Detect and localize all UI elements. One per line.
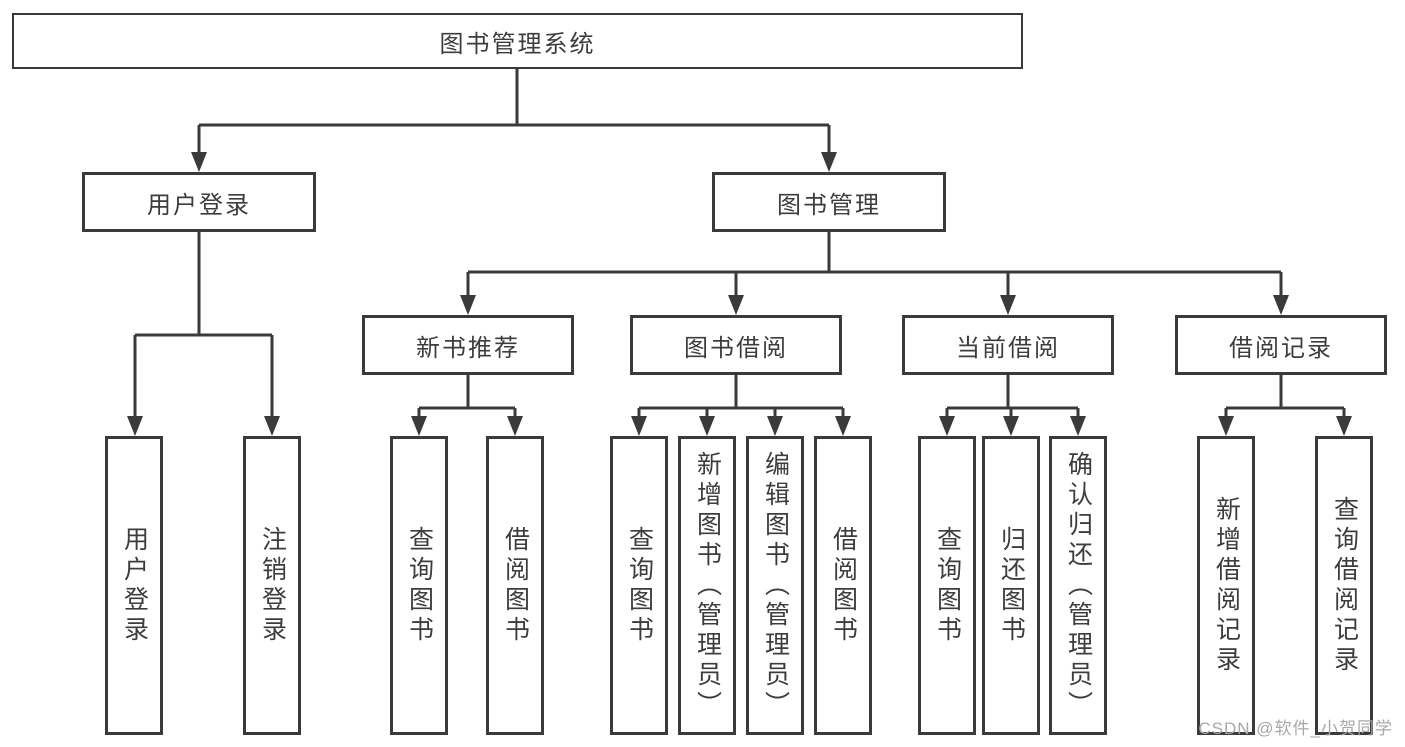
- csdn-watermark: CSDN @软件_小贺同学: [1198, 719, 1393, 738]
- leaf-query-books-borrowing: 查询图书: [610, 436, 668, 735]
- node-new-book-recommend: 新书推荐: [362, 315, 574, 375]
- leaf-label: 查询图书: [405, 525, 434, 646]
- node-book-borrowing: 图书借阅: [630, 315, 842, 375]
- leaf-logout: 注销登录: [243, 436, 301, 735]
- leaf-label: 借阅图书: [501, 525, 530, 646]
- leaf-label: 归还图书: [997, 525, 1026, 646]
- leaf-label: 用户登录: [120, 525, 149, 646]
- leaf-query-books-recommend: 查询图书: [390, 436, 448, 735]
- leaf-borrow-books-recommend: 借阅图书: [486, 436, 544, 735]
- leaf-label: 借阅图书: [829, 525, 858, 646]
- leaf-add-book-admin: 新增图书（管理员）: [678, 436, 736, 735]
- leaf-borrow-books: 借阅图书: [814, 436, 872, 735]
- leaf-label: 查询借阅记录: [1330, 495, 1359, 676]
- leaf-query-borrow-record: 查询借阅记录: [1315, 436, 1373, 735]
- leaf-edit-book-admin: 编辑图书（管理员）: [746, 436, 804, 735]
- node-borrowing-records: 借阅记录: [1175, 315, 1387, 375]
- leaf-label: 确认归还（管理员）: [1064, 450, 1093, 721]
- leaf-label: 注销登录: [258, 525, 287, 646]
- leaf-return-book: 归还图书: [982, 436, 1040, 735]
- leaf-query-books-current: 查询图书: [918, 436, 976, 735]
- leaf-add-borrow-record: 新增借阅记录: [1197, 436, 1255, 735]
- leaf-label: 编辑图书（管理员）: [761, 450, 790, 721]
- node-current-borrowing: 当前借阅: [902, 315, 1114, 375]
- node-user-login: 用户登录: [82, 172, 316, 232]
- leaf-label: 查询图书: [625, 525, 654, 646]
- leaf-label: 查询图书: [933, 525, 962, 646]
- node-system-root: 图书管理系统: [12, 13, 1023, 69]
- leaf-label: 新增图书（管理员）: [693, 450, 722, 721]
- leaf-label: 新增借阅记录: [1212, 495, 1241, 676]
- leaf-confirm-return-admin: 确认归还（管理员）: [1049, 436, 1107, 735]
- leaf-user-login: 用户登录: [105, 436, 163, 735]
- node-book-management: 图书管理: [712, 172, 946, 232]
